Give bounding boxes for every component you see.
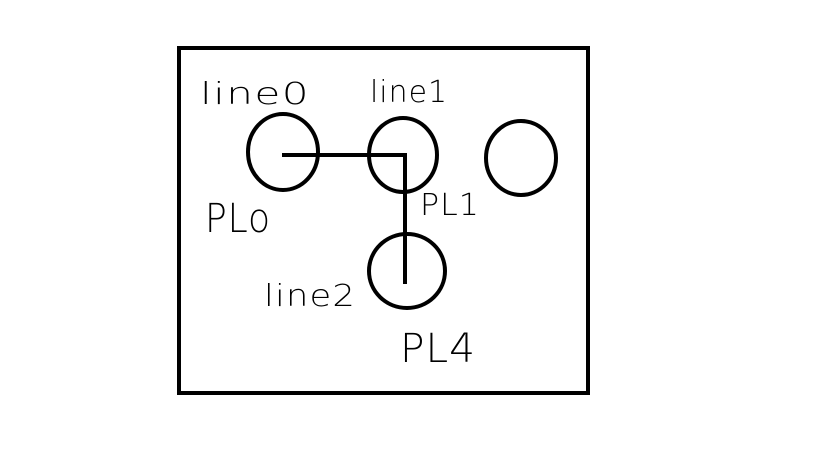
- label-pl4: PL4: [400, 326, 476, 372]
- label-line2: line2: [264, 279, 356, 314]
- label-line1: line1: [370, 75, 448, 110]
- label-line0: line0: [200, 77, 310, 112]
- outer-frame: [177, 46, 590, 395]
- label-pl0: PLo: [205, 196, 271, 242]
- label-pl1: PL1: [420, 188, 480, 223]
- node-pl0-circle: [246, 112, 320, 192]
- connection-pl0-pl1-pl4: [282, 153, 407, 284]
- node-unlabeled-circle: [484, 119, 558, 197]
